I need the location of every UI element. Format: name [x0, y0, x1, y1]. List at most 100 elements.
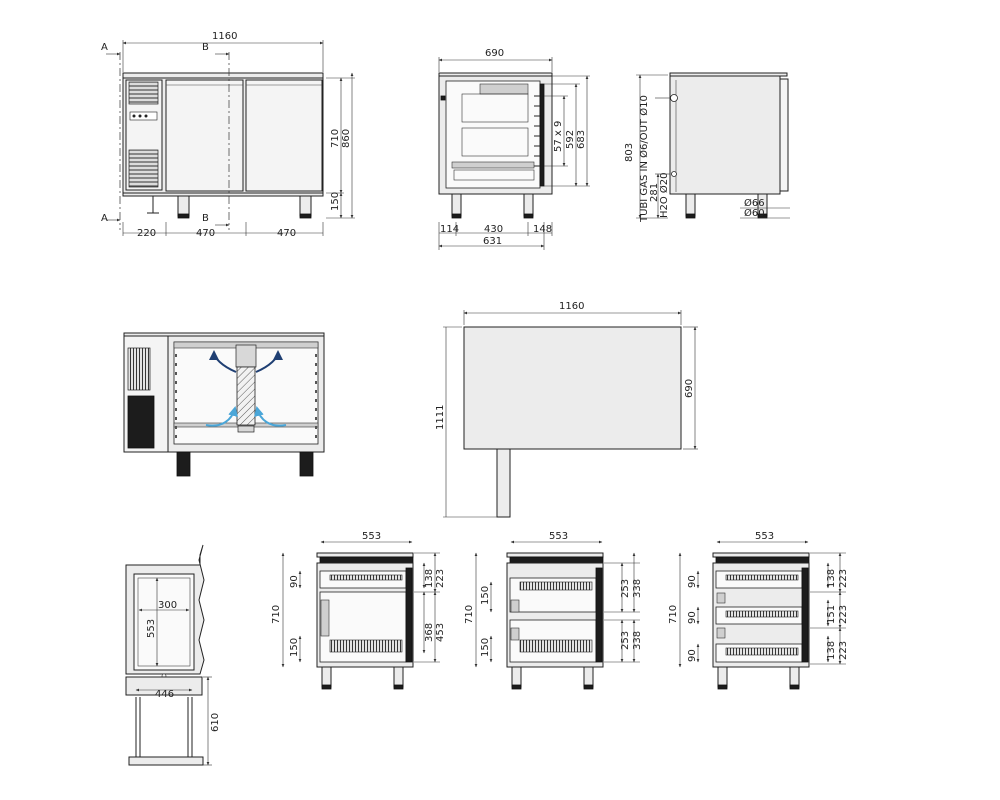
runner	[716, 592, 726, 604]
dim-config-width: 553	[362, 531, 381, 542]
basket-mesh	[519, 639, 593, 653]
dim-top-depth: 690	[684, 379, 695, 398]
leg-foot	[583, 684, 594, 690]
leg	[511, 666, 522, 688]
drawer-config-2: 553 710 150 150 253 338 253 338	[464, 531, 643, 690]
water-drain-connection	[671, 171, 677, 177]
dim-inner-height: 592	[565, 130, 576, 149]
drawer-config-3: 553 710 90 90 90 138 223 151 223 138 223	[668, 531, 849, 690]
dim-top-width: 1160	[559, 301, 584, 312]
dim-body-height: 683	[576, 130, 587, 149]
leg-foot	[685, 213, 696, 219]
dim-config-height: 710	[271, 605, 282, 624]
dim-253-bottom: 253	[620, 631, 631, 650]
drawer-back	[128, 756, 204, 766]
basket-mesh	[725, 647, 799, 656]
top-seal	[715, 556, 810, 564]
inner-cavity	[445, 80, 541, 189]
drawer-plan-view: 300 553 446 610	[125, 544, 221, 766]
dim-door-2-width: 470	[277, 228, 296, 239]
dim-drawer-outer-width: 446	[155, 689, 174, 700]
drawer-tray	[453, 169, 535, 181]
section-b-label-bottom: B	[202, 213, 209, 224]
dim-overall-width: 1160	[212, 31, 237, 42]
section-a-label-top: A	[101, 42, 108, 53]
dim-top-drawer: 150	[480, 586, 491, 605]
leg-foot	[321, 684, 332, 690]
leg-foot	[717, 684, 728, 690]
dim-drawer-opening: 610	[210, 713, 221, 732]
drawer-body	[133, 573, 195, 671]
runner	[510, 599, 520, 613]
dim-door-1-width: 470	[196, 228, 215, 239]
leg-foot	[511, 684, 522, 690]
condenser	[127, 395, 155, 449]
worktop	[316, 552, 414, 558]
dim-bottom-drawer: 150	[289, 638, 300, 657]
open-door-plan	[496, 448, 511, 518]
dim-drawer-1: 90	[687, 575, 698, 588]
leg	[789, 666, 800, 688]
dim-223: 223	[435, 569, 446, 588]
leg	[451, 193, 462, 217]
door-gasket	[595, 567, 603, 663]
leg	[299, 195, 312, 217]
evaporator-fan	[235, 344, 257, 368]
dim-223-b: 223	[838, 605, 849, 624]
gas-pipe-connection	[670, 94, 678, 102]
control-button	[138, 114, 142, 118]
dim-223-c: 223	[838, 641, 849, 660]
shelf-zone	[461, 127, 529, 157]
door-gasket	[405, 567, 413, 663]
leg-foot	[789, 684, 800, 690]
dim-368: 368	[424, 623, 435, 642]
leg	[393, 666, 404, 688]
dim-config-width: 553	[549, 531, 568, 542]
duct-base	[237, 425, 255, 433]
leg-foot	[393, 684, 404, 690]
control-panel	[129, 111, 158, 121]
dim-config-height: 710	[668, 605, 679, 624]
leg	[177, 195, 190, 217]
dim-shelf-pitch: 57 x 9	[553, 121, 564, 152]
leg	[717, 666, 728, 688]
leg	[176, 451, 191, 477]
bottom-vent-grille	[128, 149, 159, 188]
dim-453: 453	[435, 623, 446, 642]
top-seal	[509, 556, 604, 564]
evaporator	[479, 83, 529, 95]
condenser-grille	[127, 347, 151, 391]
basket-mesh	[725, 574, 799, 581]
top-view: 1111 1160 690	[435, 301, 698, 518]
pipe-diameter-2: Ø60	[744, 207, 765, 219]
leg	[685, 193, 696, 217]
dim-338-bottom: 338	[632, 631, 643, 650]
worktop	[506, 552, 604, 558]
front-view: A A B B 1160 220 470 470 710 150 860	[101, 31, 355, 239]
dim-223-a: 223	[838, 569, 849, 588]
door-edge	[779, 78, 789, 192]
top-seal	[319, 556, 414, 564]
leg	[523, 193, 534, 217]
dim-depth-front: 114	[440, 224, 459, 235]
rear-fitting	[440, 95, 446, 101]
dim-151: 151	[826, 605, 837, 624]
runner	[510, 627, 520, 641]
airflow-out-right-arrow	[255, 350, 283, 373]
dim-unit-width: 220	[137, 228, 156, 239]
worktop	[712, 552, 810, 558]
dim-top-drawer: 90	[289, 575, 300, 588]
leg	[299, 451, 314, 477]
dim-338-top: 338	[632, 579, 643, 598]
worktop-plan	[463, 326, 682, 450]
section-b-label-top: B	[202, 42, 209, 53]
control-button	[132, 114, 136, 118]
door-2	[245, 79, 323, 192]
dim-drawer-inner-depth: 553	[146, 619, 157, 638]
leg-foot	[177, 213, 190, 219]
dim-config-width: 553	[755, 531, 774, 542]
dim-138-a: 138	[826, 569, 837, 588]
door-gasket	[801, 567, 809, 663]
door-gasket	[539, 83, 545, 187]
